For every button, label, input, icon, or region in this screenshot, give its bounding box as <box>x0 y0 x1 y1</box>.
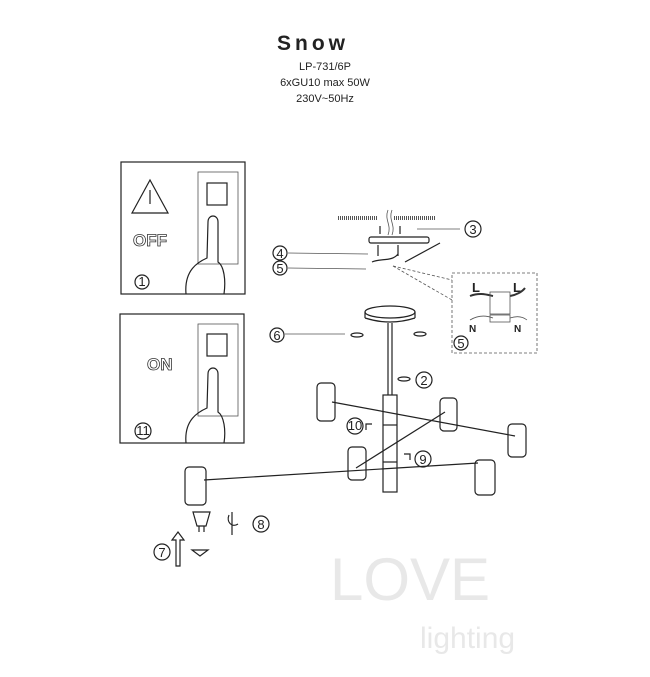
power-off-panel: OFF 1 <box>120 161 246 295</box>
bulb-holder-icon <box>190 549 210 557</box>
off-label: OFF <box>133 231 167 250</box>
lamp-shade <box>316 382 336 422</box>
hand-icon <box>185 367 226 444</box>
watermark-logo: LOVE lighting <box>330 546 515 655</box>
callout-10: 10 <box>348 418 362 433</box>
lamp-shade <box>347 446 367 481</box>
lamp-shade <box>474 459 496 496</box>
hand-icon <box>185 215 226 295</box>
chandelier-body <box>184 382 527 506</box>
callout-6: 6 <box>273 328 280 343</box>
step-off: 1 <box>138 274 145 289</box>
gu10-bulb-icon <box>192 511 211 532</box>
lamp-shade <box>507 423 527 458</box>
live-label-out: L <box>513 280 521 295</box>
screwdriver-icon <box>404 242 441 263</box>
neutral-label-out: N <box>514 324 521 335</box>
callout-5: 5 <box>276 261 283 276</box>
watermark-brand: LOVE <box>330 546 490 613</box>
lamp-shade <box>184 466 207 506</box>
callout-3: 3 <box>469 222 476 237</box>
rotate-icon <box>397 376 411 382</box>
warning-icon <box>130 178 170 214</box>
model-number: LP-731/6P <box>299 61 351 73</box>
on-label: ON <box>147 355 173 374</box>
power-spec: 230V~50Hz <box>296 93 354 105</box>
switch-icon <box>197 323 239 417</box>
arrow-up-icon <box>170 531 186 567</box>
callout-7: 7 <box>158 545 165 560</box>
wiring-detail: L L N N 5 <box>392 265 538 354</box>
callout-2: 2 <box>420 373 427 388</box>
rotate-icon <box>350 332 364 338</box>
callout-8: 8 <box>257 517 264 532</box>
power-on-panel: ON 11 <box>119 313 245 444</box>
neutral-label: N <box>469 324 476 335</box>
watermark-sub: lighting <box>420 622 515 655</box>
wiring-step: 5 <box>457 336 464 351</box>
rotate-icon <box>227 512 239 535</box>
product-title: Snow <box>277 32 349 55</box>
callout-4: 4 <box>276 246 283 261</box>
ceiling-mount <box>338 209 441 263</box>
callout-9: 9 <box>419 452 426 467</box>
bulb-spec: 6xGU10 max 50W <box>280 77 370 89</box>
live-label: L <box>472 280 480 295</box>
step-on: 11 <box>136 423 150 438</box>
switch-icon <box>197 171 239 265</box>
rotate-icon <box>413 331 427 337</box>
canopy <box>364 305 416 319</box>
lamp-shade <box>439 397 458 432</box>
